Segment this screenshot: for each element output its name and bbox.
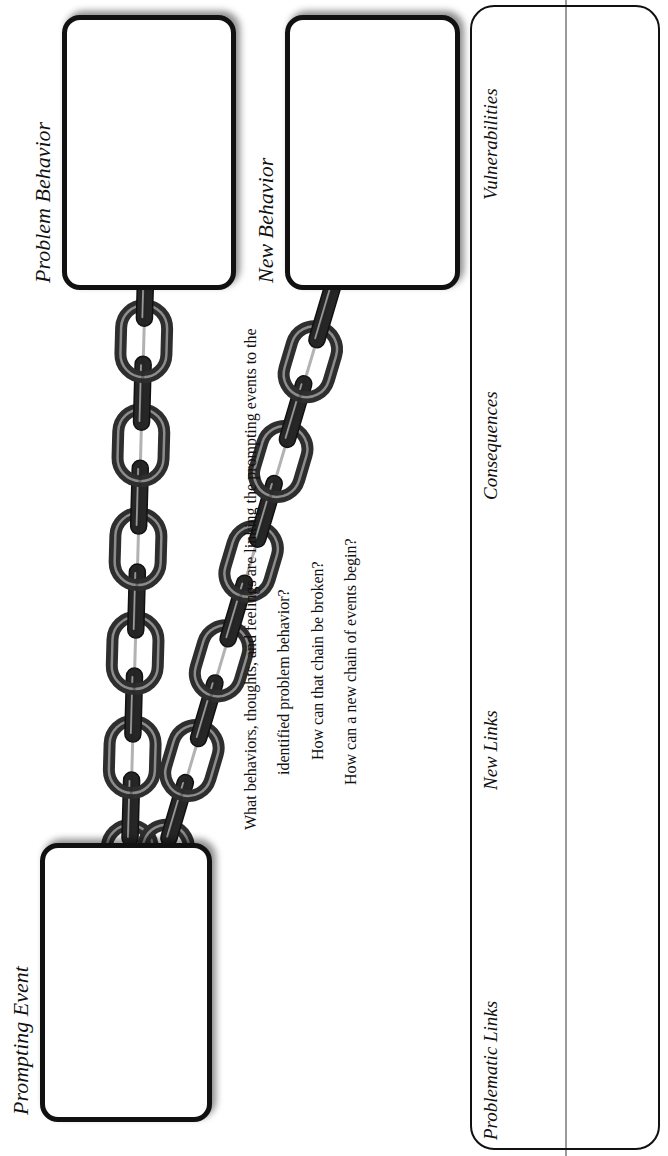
- behavior-box: New Behavior: [285, 15, 460, 290]
- connector-layer: [130, 290, 332, 843]
- notes-panel: Problematic Links New Links Consequences Vu…: [470, 5, 660, 1150]
- link-highlight: [315, 285, 331, 339]
- prompt-question: How can that chain be broken?: [301, 561, 334, 760]
- heading-text: Consequences: [478, 391, 503, 500]
- chain-illustration: [130, 274, 343, 901]
- heading-text: Prompting Event: [7, 966, 35, 1115]
- divider-line: [565, 0, 567, 1156]
- prompt-question: What behaviors, thoughts, and feelings a…: [234, 322, 300, 830]
- heading-text: Problematic Links: [478, 1001, 503, 1140]
- chain-illustration: [105, 252, 167, 898]
- heading-text: New Links: [478, 710, 503, 790]
- heading-text: Problem Behavior: [29, 122, 57, 283]
- prompt-question: How can a new chain of events begin?: [334, 538, 367, 785]
- chain-layer: [105, 252, 343, 901]
- chain-connector: [167, 290, 331, 843]
- heading-text: New Behavior: [252, 158, 280, 283]
- behavior-box: Problem Behavior: [62, 15, 236, 290]
- chain-connector: [130, 290, 145, 843]
- heading-text: Vulnerabilities: [478, 88, 503, 200]
- event-box: Prompting Event: [40, 843, 212, 1122]
